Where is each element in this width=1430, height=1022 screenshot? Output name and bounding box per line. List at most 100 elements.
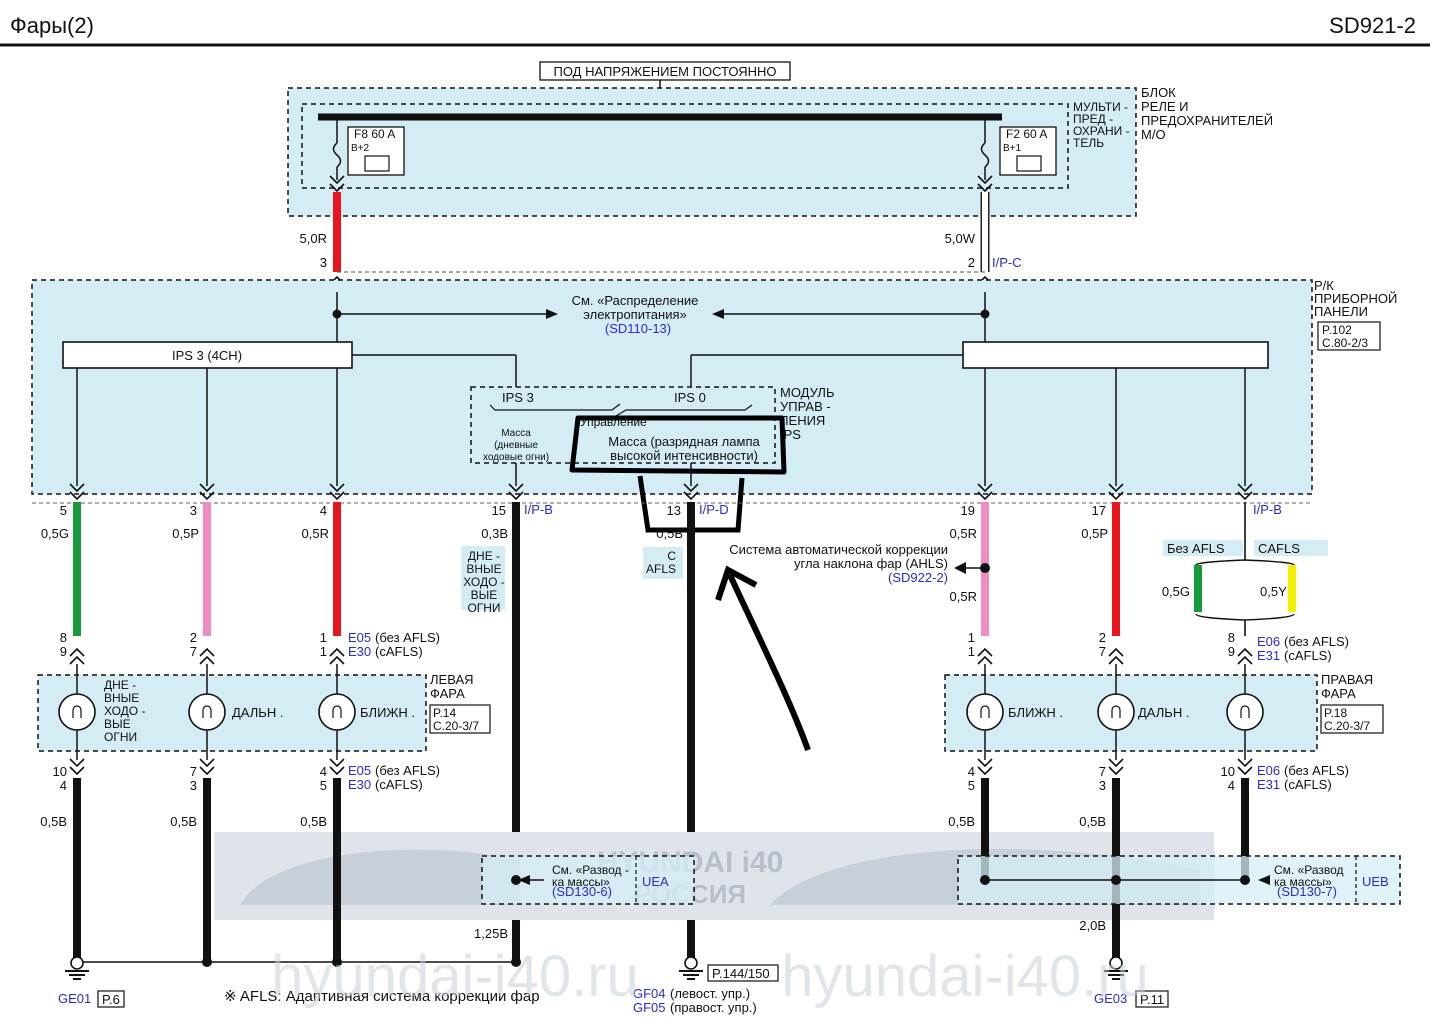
fuse-box-inner-name-line-2: ОХРАНИ - <box>1073 124 1130 138</box>
wire-2-spec: 0,5R <box>302 526 329 541</box>
fuse-box <box>287 87 1137 217</box>
junction-name-line-2: ПАНЕЛИ <box>1314 304 1368 319</box>
left-bottom-pin-a-2: 4 <box>320 764 327 779</box>
ground-splice-ueb-node-0 <box>980 875 990 885</box>
ground-splice-uea-node <box>511 875 521 885</box>
wire-3-connector-upper <box>508 483 524 493</box>
wire-5-connector-upper <box>977 483 993 493</box>
afls-merge <box>1195 613 1295 621</box>
right-top-ref-a-note: (без AFLS) <box>1284 634 1349 649</box>
page-title: Фары(2) <box>10 13 94 38</box>
power-label-box <box>539 61 791 81</box>
fuse-box-name-line-2: ПРЕДОХРАНИТЕЛЕЙ <box>1141 113 1273 128</box>
left-top-ref-b-note: (cAFLS) <box>375 644 423 659</box>
ground-ge01-ref-box <box>97 990 125 1008</box>
ground-splice-uea-ref: (SD130-6) <box>552 884 612 899</box>
ground-ge01-icon-ring <box>70 956 84 970</box>
ground-splice-ueb-node-2 <box>1240 875 1250 885</box>
fuse-0-tag: B+2 <box>351 143 370 154</box>
ground-bus-node-3 <box>511 957 521 967</box>
ground-splice-ueb-ref: (SD130-7) <box>1277 884 1337 899</box>
afls-with-label: CAFLS <box>1258 541 1300 556</box>
ground-bus-node-1 <box>202 957 212 967</box>
wire-0-pin: 5 <box>60 503 67 518</box>
fuse-0-symbol <box>332 142 342 168</box>
fuse-0-battery-icon <box>364 155 390 172</box>
ips-module <box>470 386 776 464</box>
wire-0-connector-lower <box>69 491 85 501</box>
feed-wire-0-pin: 3 <box>320 255 327 270</box>
right-top-pin-b-2: 9 <box>1228 644 1235 659</box>
wire-2-connector-upper <box>329 483 345 493</box>
left-headlamp-top-connector-0-lower <box>69 655 85 665</box>
ips-right-bar <box>962 341 1269 369</box>
afls-without-spec: 0,5G <box>1162 584 1190 599</box>
left-bottom-ref-a: E05 <box>348 763 371 778</box>
ground-wire-ueb-spec: 2,0B <box>1079 918 1106 933</box>
ips3-bracket <box>489 403 621 411</box>
left-top-pin-a-1: 2 <box>190 630 197 645</box>
right-bottom-ref-b: E31 <box>1257 777 1280 792</box>
left-drl-label-line-2: ХОДО - <box>104 704 145 718</box>
ips-module-name-line-0: МОДУЛЬ <box>780 385 835 400</box>
right-top-pin-b-1: 7 <box>1099 644 1106 659</box>
drl-note-line-3: ВЫЕ <box>471 588 498 602</box>
left-top-pin-b-2: 1 <box>320 644 327 659</box>
left-bottom-pin-b-0: 4 <box>60 778 67 793</box>
left-headlamp-top-connector-0-upper <box>69 647 85 657</box>
left-low-label: БЛИЖН . <box>360 705 415 720</box>
right-low-bulb <box>966 693 1004 731</box>
wire-6-pin: 17 <box>1092 503 1106 518</box>
junction-ref-line-0: P.102 <box>1322 323 1352 337</box>
ground-gf05-note: (правост. упр.) <box>670 1000 757 1015</box>
drl-ground-label-line-2: ходовые огни) <box>483 452 549 463</box>
right-headlamp-bottom-connector-2-lower <box>1237 766 1253 776</box>
fuse-1-tag: B+1 <box>1003 143 1022 154</box>
left-bottom-ref-a-note: (без AFLS) <box>375 763 440 778</box>
ips0-label: IPS 0 <box>674 390 706 405</box>
wire-5-pin: 19 <box>961 503 975 518</box>
feed-wire-1-pin: 2 <box>968 255 975 270</box>
ground-gf-icon-ring <box>684 956 698 970</box>
left-bottom-pin-b-1: 3 <box>190 778 197 793</box>
right-headlamp-top-connector-0-upper <box>977 647 993 657</box>
ground-splice-ueb-name: UEB <box>1362 874 1389 889</box>
hand-arrow-shaft <box>727 573 811 752</box>
left-drl-label-line-1: ВНЫЕ <box>104 691 139 705</box>
drl-note-bg <box>461 546 505 610</box>
fuse-box-name-line-1: РЕЛЕ И <box>1141 99 1189 114</box>
right-headlamp-bottom-connector-1-lower <box>1108 766 1124 776</box>
left-top-ref-b: E30 <box>348 644 371 659</box>
ahls-ref: (SD922-2) <box>888 570 948 585</box>
ground-splice-uea-text-line-1: ка массы» <box>552 875 610 889</box>
afls-with-bg <box>1254 540 1328 556</box>
ground-gf04-name: GF04 <box>633 986 666 1001</box>
fuse-box-inner <box>301 103 1069 189</box>
right-top-ref-b: E31 <box>1257 648 1280 663</box>
fuse-box-name-line-3: М/О <box>1141 127 1166 142</box>
right-low-bulb-filament <box>980 705 990 718</box>
right-bottom-pin-b-1: 3 <box>1099 778 1106 793</box>
right-headlamp-top-connector-0-lower <box>977 655 993 665</box>
left-headlamp-bottom-connector-2-upper <box>329 758 345 768</box>
left-headlamp-bottom-connector-1-lower <box>199 766 215 776</box>
fuse-0-connector-upper <box>329 175 345 185</box>
wire-2-connector-lower <box>329 491 345 501</box>
right-aux-bulb-filament <box>1240 705 1250 718</box>
left-headlamp-top-connector-1-upper <box>199 647 215 657</box>
wire-5-spec: 0,5R <box>950 526 977 541</box>
fuse-box-inner-name-line-1: ПРЕД - <box>1073 112 1113 126</box>
drl-note-line-2: ХОДО - <box>463 575 504 589</box>
power-dist-right-arrow <box>712 309 724 319</box>
left-bottom-pin-a-1: 7 <box>190 764 197 779</box>
wire-4-connector-name: I/P-D <box>699 502 729 517</box>
right-headlamp-bottom-connector-2-upper <box>1237 758 1253 768</box>
right-high-bulb <box>1097 693 1135 731</box>
ground-splice-uea-text-line-0: См. «Развод - <box>552 863 629 877</box>
ground-bus-node-2 <box>332 957 342 967</box>
power-dist-text-line-0: См. «Распределение <box>572 293 699 308</box>
ips-module-name-line-2: ЛЕНИЯ <box>780 413 825 428</box>
wire-7-connector-lower <box>1237 491 1253 501</box>
right-headlamp-ref-line-1: C.20-3/7 <box>1324 719 1370 733</box>
right-headlamp-name-line-1: ФАРА <box>1321 686 1356 701</box>
